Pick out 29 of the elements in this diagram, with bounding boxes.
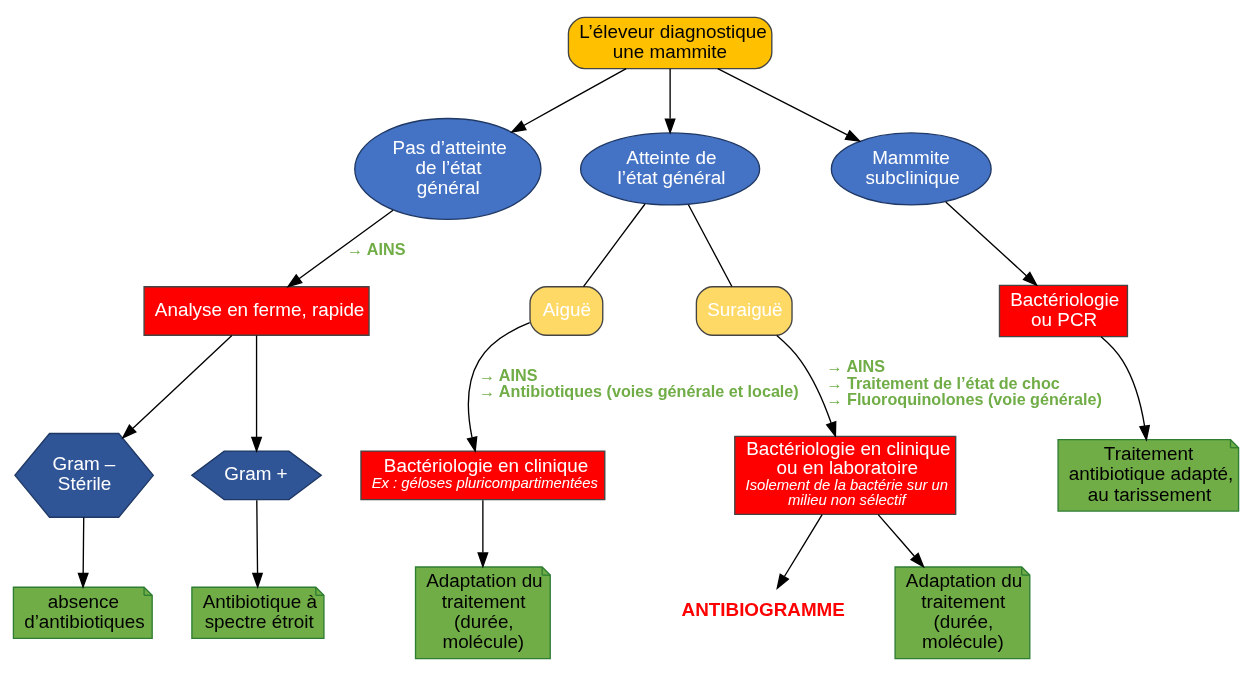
arrow	[776, 334, 837, 438]
node-box: Analyse en ferme, rapide	[143, 285, 370, 336]
arrow	[510, 67, 627, 133]
node-box: Bactériologie en clinique ou en laboratoire Isolement de la bactérie sur un milieu non sélectif	[734, 435, 957, 515]
node-ellipse: Atteinte de l’état général	[579, 131, 761, 206]
arrow	[251, 499, 264, 589]
arrow	[121, 334, 233, 439]
arrow	[877, 513, 925, 568]
node-text: ANTIBIOGRAMME	[681, 598, 845, 620]
edge-label: → AINS	[346, 239, 406, 258]
arrow	[776, 513, 823, 590]
connector	[687, 203, 733, 287]
arrow	[466, 321, 531, 453]
node-box: Bactériologie ou PCR	[998, 284, 1129, 337]
arrow	[664, 67, 676, 135]
arrow	[77, 516, 89, 589]
edge-label: → AINS → Traitement de l’état de choc → Fluoroquinolones (voie générale)	[826, 356, 1102, 408]
node-box: Bactériologie en clinique Ex : géloses pluricompartimentées	[360, 449, 606, 500]
arrow	[945, 200, 1039, 286]
edge-label: → AINS → Antibiotiques (voies générale et locale)	[478, 365, 799, 400]
arrow	[250, 334, 263, 453]
arrow	[1100, 335, 1151, 442]
arrow	[477, 499, 489, 569]
node-box: L’éleveur diagnostique une mammite	[567, 16, 773, 69]
arrow	[286, 209, 394, 288]
node-box: Suraiguë	[695, 285, 793, 336]
connector	[582, 202, 646, 287]
node-box: Aiguë	[529, 285, 604, 336]
arrow	[717, 67, 862, 142]
